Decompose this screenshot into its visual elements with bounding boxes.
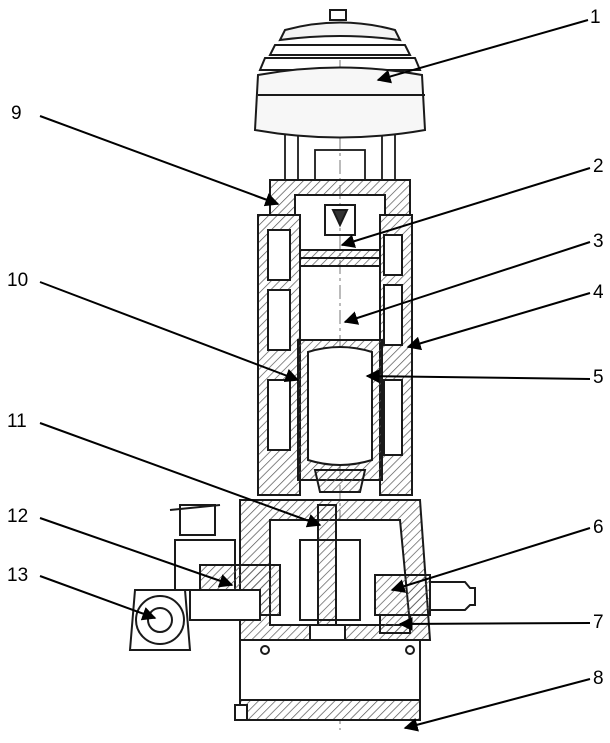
leader-lines: [39, 19, 591, 732]
leader-4: [406, 292, 591, 351]
callout-13: 13: [7, 565, 29, 586]
leader-7: [398, 616, 591, 631]
callout-7: 7: [593, 612, 604, 633]
callout-11: 11: [7, 411, 27, 432]
callout-6: 6: [593, 517, 604, 538]
callout-5: 5: [593, 367, 604, 388]
leader-5: [365, 369, 591, 384]
outer-housing: [257, 214, 413, 496]
base: [234, 639, 421, 721]
callout-1: 1: [590, 7, 601, 28]
callout-2: 2: [593, 156, 604, 177]
upper-struts: [284, 135, 396, 181]
callout-3: 3: [593, 231, 604, 252]
leader-10: [39, 281, 300, 383]
leader-9: [39, 115, 280, 207]
leader-3: [343, 241, 591, 325]
leader-6: [390, 527, 591, 593]
callout-4: 4: [593, 282, 604, 303]
leader-12: [39, 517, 234, 588]
callout-9: 9: [11, 103, 22, 124]
leader-13: [39, 575, 157, 621]
piston: [299, 249, 381, 267]
callout-8: 8: [593, 668, 604, 689]
callout-12: 12: [7, 506, 29, 527]
right-shaft: [374, 574, 476, 634]
leader-2: [340, 167, 591, 248]
left-assembly: [128, 504, 281, 651]
leader-8: [403, 678, 591, 732]
leader-11: [39, 422, 322, 528]
plunger: [297, 339, 383, 493]
callout-10: 10: [7, 270, 29, 291]
leader-1: [376, 19, 589, 84]
motor-cap: [253, 9, 427, 139]
